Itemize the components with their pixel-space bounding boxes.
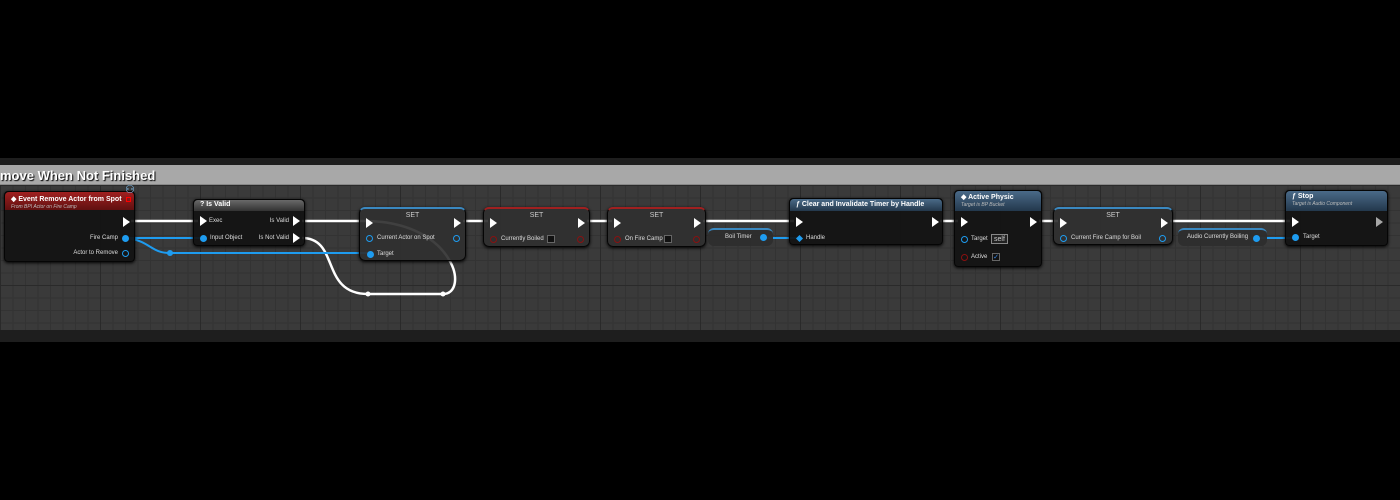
- exec-out-pin[interactable]: [454, 218, 461, 228]
- node-title: Active Physic: [968, 194, 1014, 201]
- node-title: Is Valid: [206, 201, 231, 208]
- pin-label: Active: [971, 254, 988, 260]
- pin-label: Input Object: [210, 235, 243, 241]
- pin-label: On Fire Camp: [625, 236, 663, 242]
- exec-out-pin[interactable]: [1376, 217, 1383, 227]
- variable-label: Boil Timer: [725, 234, 752, 240]
- node-title: SET: [405, 212, 420, 219]
- exec-out-pin[interactable]: [932, 217, 939, 227]
- bool-pin[interactable]: [490, 236, 497, 243]
- fire-camp-pin[interactable]: [122, 235, 129, 242]
- node-subtitle: Target is BP Bucket: [961, 202, 1005, 208]
- audio-currently-boiling-variable[interactable]: Audio Currently Boiling: [1178, 228, 1267, 246]
- output-pin[interactable]: [1159, 235, 1166, 242]
- exec-out-pin[interactable]: [123, 217, 130, 227]
- graph-edge-bottom: [0, 330, 1400, 342]
- variable-label: Audio Currently Boiling: [1187, 234, 1249, 240]
- node-title: Clear and Invalidate Timer by Handle: [801, 201, 925, 208]
- comment-box[interactable]: move When Not Finished: [0, 165, 1400, 185]
- output-pin[interactable]: [453, 235, 460, 242]
- node-title: Stop: [1297, 193, 1314, 200]
- clear-invalidate-timer-node[interactable]: ƒ Clear and Invalidate Timer by Handle H…: [789, 198, 943, 245]
- pin-label: Target: [377, 251, 394, 257]
- actor-to-remove-pin[interactable]: [122, 250, 129, 257]
- on-fire-camp-checkbox[interactable]: [664, 235, 672, 243]
- node-title: SET: [529, 212, 544, 219]
- input-object-pin[interactable]: [200, 235, 207, 242]
- event-icon: ◆: [11, 196, 19, 203]
- pin-label: Exec: [209, 218, 223, 224]
- exec-in-pin[interactable]: [796, 217, 803, 227]
- pin-label: Current Fire Camp for Boil: [1071, 235, 1142, 241]
- is-valid-exec-pin[interactable]: [293, 216, 300, 226]
- target-pin[interactable]: [367, 251, 374, 258]
- event-icon: ◆: [961, 194, 969, 201]
- pin-label: Target: [1303, 234, 1320, 240]
- exec-out-pin[interactable]: [1030, 217, 1037, 227]
- exec-in-pin[interactable]: [1292, 217, 1299, 227]
- output-pin[interactable]: [693, 236, 700, 243]
- pin-label: Is Valid: [269, 218, 289, 224]
- node-title: Event Remove Actor from Spot: [18, 196, 122, 203]
- exec-in-pin[interactable]: [961, 217, 968, 227]
- set-current-actor-node[interactable]: SET Current Actor on Spot Target: [359, 207, 466, 261]
- exec-in-pin[interactable]: [614, 218, 621, 228]
- boil-timer-variable[interactable]: Boil Timer: [708, 228, 773, 246]
- pin-label: Is Not Valid: [258, 235, 289, 241]
- target-self-field[interactable]: self: [991, 234, 1008, 244]
- pin-label: Fire Camp: [89, 235, 118, 241]
- exec-in-pin[interactable]: [1060, 218, 1067, 228]
- pin-label: Currently Boiled: [501, 236, 544, 242]
- function-icon: ƒ: [1292, 193, 1298, 200]
- comment-title: move When Not Finished: [0, 168, 156, 183]
- set-currently-boiled-node[interactable]: SET Currently Boiled: [483, 207, 590, 247]
- set-current-fire-camp-node[interactable]: SET Current Fire Camp for Boil: [1053, 207, 1173, 245]
- pin-label: Target: [971, 236, 988, 242]
- set-on-fire-camp-node[interactable]: SET On Fire Camp: [607, 207, 706, 247]
- exec-out-pin[interactable]: [694, 218, 701, 228]
- output-pin[interactable]: [577, 236, 584, 243]
- active-checkbox[interactable]: ✓: [992, 253, 1000, 261]
- pin-label: Current Actor on Spot: [377, 235, 435, 241]
- exec-out-pin[interactable]: [1161, 218, 1168, 228]
- graph-edge-top: [0, 158, 1400, 165]
- node-subtitle: From BPI Actor on Fire Camp: [11, 204, 77, 210]
- question-icon: ?: [200, 201, 207, 208]
- output-pin[interactable]: [1253, 235, 1260, 242]
- target-pin[interactable]: [961, 236, 968, 243]
- function-icon: ƒ: [796, 201, 802, 208]
- replication-icon: ⚇: [125, 184, 135, 196]
- node-title: SET: [1106, 212, 1120, 219]
- exec-in-pin[interactable]: [490, 218, 497, 228]
- is-valid-node[interactable]: ? Is Valid Exec Input Object Is Valid Is…: [193, 199, 305, 246]
- is-not-valid-exec-pin[interactable]: [293, 233, 300, 243]
- exec-in-pin[interactable]: [366, 218, 373, 228]
- current-actor-pin[interactable]: [366, 235, 373, 242]
- currently-boiled-checkbox[interactable]: [547, 235, 555, 243]
- fire-camp-pin[interactable]: [1060, 235, 1067, 242]
- bool-pin[interactable]: [614, 236, 621, 243]
- delegate-pin-icon[interactable]: [126, 197, 131, 202]
- active-pin[interactable]: [961, 254, 968, 261]
- pin-label: Handle: [806, 235, 826, 241]
- output-pin[interactable]: [760, 234, 767, 241]
- pin-label: Actor to Remove: [73, 250, 118, 256]
- exec-out-pin[interactable]: [578, 218, 585, 228]
- node-title: SET: [649, 212, 664, 219]
- handle-pin[interactable]: [795, 234, 804, 243]
- node-subtitle: Target is Audio Component: [1292, 201, 1353, 207]
- target-pin[interactable]: [1292, 234, 1299, 241]
- exec-in-pin[interactable]: [200, 216, 207, 226]
